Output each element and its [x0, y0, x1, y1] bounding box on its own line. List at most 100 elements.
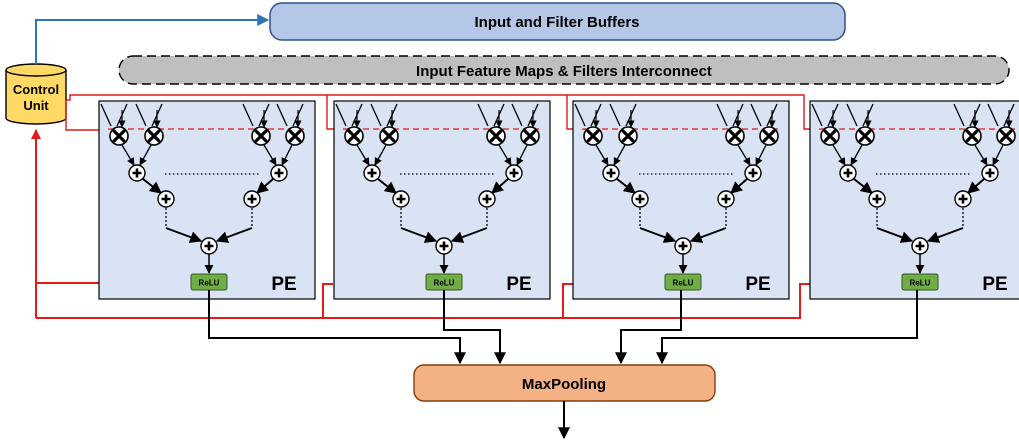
adder-icon	[128, 164, 146, 182]
adder-icon	[868, 190, 886, 208]
wire-arrow	[215, 227, 253, 243]
input-wire	[987, 103, 999, 127]
wire-arrow	[450, 227, 488, 243]
multiplier-symbol	[762, 129, 776, 143]
input-wire	[135, 103, 147, 127]
adder-symbol	[132, 168, 142, 178]
wire-arrow	[263, 144, 277, 166]
adder-symbol	[367, 168, 377, 178]
wire-arrow	[356, 144, 370, 166]
wire-arrow	[737, 144, 751, 166]
pe3-to-maxpool-wire	[615, 290, 682, 365]
adder-symbol	[678, 241, 688, 251]
adder-icon	[674, 237, 692, 255]
multiplier-icon	[855, 126, 875, 146]
adder-icon	[631, 190, 649, 208]
pe2-to-maxpool-wire	[443, 290, 506, 365]
wire-arrow	[974, 144, 988, 166]
input-filter-buffers: Input and Filter Buffers	[269, 2, 846, 41]
multiplier-icon	[962, 126, 982, 146]
adder-icon	[392, 190, 410, 208]
relu-box	[664, 273, 702, 291]
relu-label: ReLU	[434, 279, 455, 288]
wire-arrow	[374, 144, 387, 166]
adder-icon	[981, 164, 999, 182]
maxpool-label: MaxPooling	[522, 376, 606, 393]
wire-arrow	[516, 144, 528, 166]
multiplier-icon	[344, 126, 364, 146]
wire-arrow	[876, 227, 914, 243]
multiplier-icon	[820, 126, 840, 146]
adder-icon	[270, 164, 288, 182]
pe4-to-maxpool-wire	[656, 290, 918, 365]
control-unit: Control Unit	[5, 63, 67, 125]
control-to-buffers-wire	[35, 14, 270, 64]
multiplier-symbol	[621, 129, 635, 143]
wire-arrow	[639, 227, 677, 243]
input-wire	[477, 103, 489, 127]
wire-arrow	[498, 144, 512, 166]
multiplier-symbol	[254, 129, 268, 143]
adder-symbol	[915, 241, 925, 251]
pe-box	[809, 100, 1019, 300]
adder-icon	[363, 164, 381, 182]
input-wire	[953, 103, 965, 127]
multiplier-icon	[583, 126, 603, 146]
multiplier-symbol	[823, 129, 837, 143]
multiplier-symbol	[858, 129, 872, 143]
adder-icon	[744, 164, 762, 182]
multiplier-symbol	[382, 129, 396, 143]
wire-arrow	[689, 227, 727, 243]
input-wire	[609, 103, 621, 127]
pe-label: PE	[506, 274, 531, 295]
wire-arrow	[853, 178, 873, 194]
adder-symbol	[274, 168, 284, 178]
pe-box	[333, 100, 551, 300]
wire-arrow	[256, 178, 274, 194]
adder-symbol	[843, 168, 853, 178]
pe-label: PE	[982, 274, 1007, 295]
multiplier-icon	[486, 126, 506, 146]
feature-map-interconnect: Input Feature Maps & Filters Interconnec…	[118, 55, 1010, 85]
wire-arrow	[832, 144, 846, 166]
adder-icon	[435, 237, 453, 255]
multiplier-symbol	[586, 129, 600, 143]
adder-symbol	[396, 194, 406, 204]
relu-box	[901, 273, 939, 291]
adder-symbol	[748, 168, 758, 178]
adder-symbol	[985, 168, 995, 178]
pe-box	[572, 100, 790, 300]
adder-symbol	[958, 194, 968, 204]
adder-symbol	[204, 241, 214, 251]
maxpooling-block: MaxPooling	[413, 364, 716, 402]
input-wire	[276, 103, 288, 127]
control-unit-label-line1: Control	[13, 82, 59, 97]
adder-symbol	[509, 168, 519, 178]
multiplier-symbol	[523, 129, 537, 143]
wire-arrow	[595, 144, 609, 166]
wire-arrow	[926, 227, 964, 243]
input-wire	[511, 103, 523, 127]
adder-symbol	[161, 194, 171, 204]
input-wire	[846, 103, 858, 127]
wire-arrow	[121, 144, 135, 166]
adder-icon	[200, 237, 218, 255]
multiplier-icon	[618, 126, 638, 146]
interconnect-label: Input Feature Maps & Filters Interconnec…	[416, 63, 712, 80]
wire-arrow	[613, 144, 626, 166]
wire-arrow	[850, 144, 863, 166]
wire-arrow	[967, 178, 985, 194]
multiplier-icon	[996, 126, 1016, 146]
input-wire	[574, 103, 586, 127]
wire-arrow	[992, 144, 1004, 166]
adder-symbol	[606, 168, 616, 178]
multiplier-icon	[109, 126, 129, 146]
pe-label: PE	[271, 274, 296, 295]
wire-arrow	[139, 144, 152, 166]
adder-symbol	[872, 194, 882, 204]
multiplier-symbol	[965, 129, 979, 143]
adder-icon	[157, 190, 175, 208]
pe-label: PE	[745, 274, 770, 295]
